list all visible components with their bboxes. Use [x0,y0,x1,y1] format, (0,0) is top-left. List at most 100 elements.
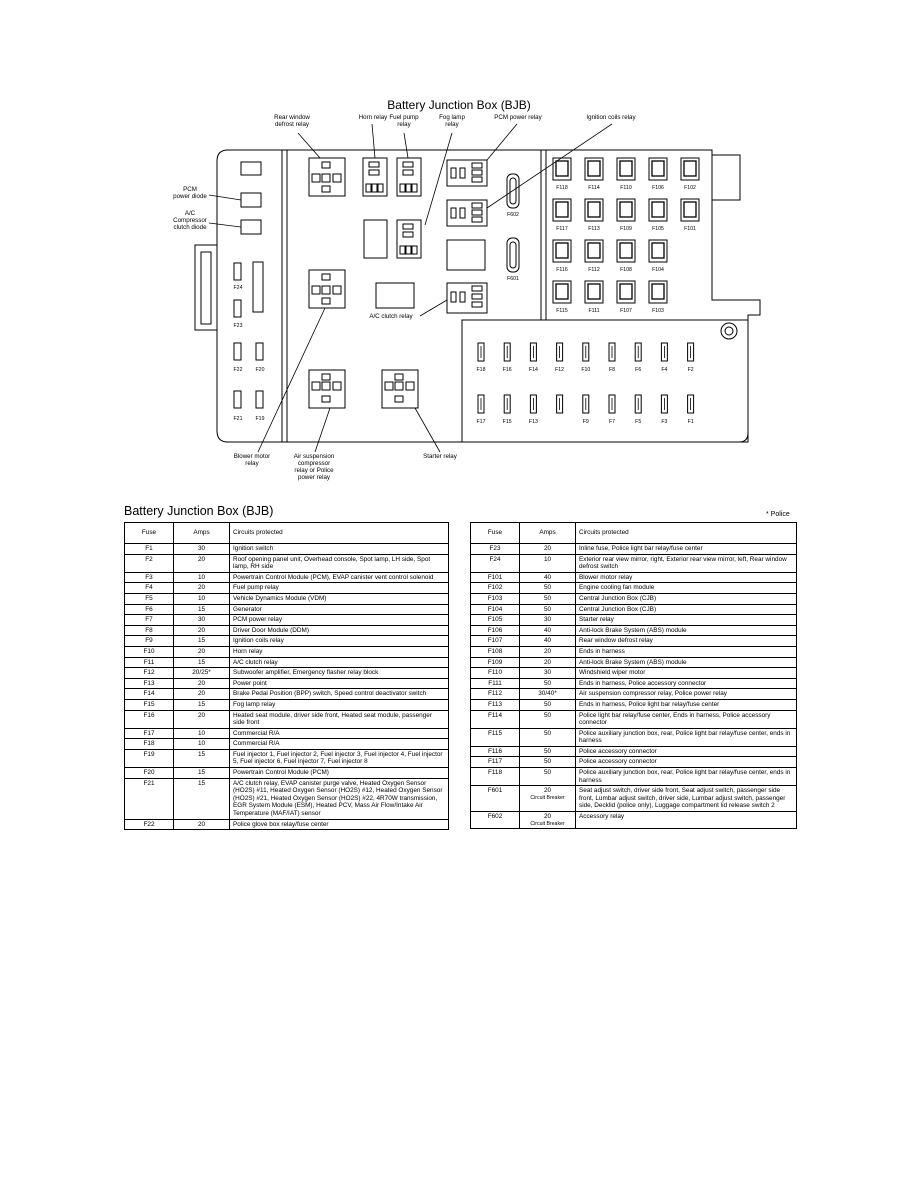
amps-cell: 20 [519,656,576,669]
amps-value: 10 [197,573,206,581]
maxi-fuse-label: F105 [652,226,664,232]
circuit-cell: Fog lamp relay [229,698,449,711]
amps-value: 20 [543,658,552,666]
amps-value: 20 [197,679,206,687]
maxi-fuse: F118 [552,157,572,191]
fuse-id-cell: F109 [470,656,520,669]
amps-value: 15 [197,750,206,758]
breaker-f601 [506,237,520,273]
fuse-id-cell: F104 [470,603,520,616]
mini-fuse: F8 [608,342,616,373]
mini-fuse: F16 [503,342,512,373]
box-tab-left [194,244,218,331]
maxi-fuse-label: F109 [620,226,632,232]
circuit-cell: Ends in harness [575,645,797,658]
amps-cell: 30 [519,667,576,679]
amps-cell: 20 [173,645,230,658]
callout-blower-motor-relay: Blower motor relay [233,453,271,467]
mini-fuse-label: F17 [477,419,486,425]
mini-fuse-label: F15 [503,419,512,425]
amps-value: 40 [543,626,552,634]
fuse-id-cell: F13 [124,677,174,690]
mini-fuse-label: F4 [661,367,667,373]
amps-value: 50 [543,729,552,737]
circuit-cell: Horn relay [229,645,449,658]
amps-cell: 20 [173,553,230,573]
mini-fuse: F17 [477,394,486,425]
fuse-id-cell: F108 [470,645,520,658]
amps-cell: 20/25* [173,667,230,679]
fuse-id-cell: F107 [470,635,520,647]
amps-cell: 40 [519,624,576,637]
header-circuits: Circuits protected [229,522,449,544]
mini-fuse: F7 [608,394,616,425]
amps-cell: 10 [173,727,230,740]
circuit-cell: Seat adjust switch, driver side front, S… [575,785,797,813]
fuse-f21-body [233,390,242,409]
rear-window-defrost-relay [308,157,346,197]
amps-cell: 20 [173,709,230,729]
fuse-id-cell: F101 [470,571,520,584]
breaker-label-f602: F602 [507,212,519,218]
circuit-cell: Anti-lock Brake System (ABS) module [575,624,797,637]
header-fuse: Fuse [124,522,174,544]
maxi-fuse: F107 [616,280,636,314]
amps-value: 30 [543,616,552,624]
maxi-fuse: F113 [584,198,604,232]
circuit-cell: Fuel injector 1, Fuel injector 2, Fuel i… [229,748,449,769]
maxi-fuse-label: F110 [620,185,632,191]
circuit-cell: Ends in harness, Police accessory connec… [575,677,797,690]
amps-cell: 15 [173,777,230,820]
mini-fuse-label: F13 [529,419,538,425]
fuse-id-cell: F6 [124,603,174,616]
table-row: F13 20 Power point [124,677,449,690]
fuse-label-f19: F19 [256,416,265,422]
amps-value: 15 [197,658,206,666]
amps-cell: 10 [173,592,230,605]
fuse-id-cell: F106 [470,624,520,637]
amps-cell: 50 [519,592,576,605]
amps-value: 20 [197,820,206,828]
amps-value: 20 [543,545,552,552]
mini-fuse: F12 [555,342,564,373]
amps-value: 20/25* [192,669,211,677]
fuse-id-cell: F23 [470,543,520,555]
amps-value: 15 [197,700,206,708]
amps-value: 20 [543,787,552,795]
amps-cell: 15 [173,767,230,779]
mini-fuse: F3 [660,394,668,425]
amps-value: 50 [543,584,552,592]
amps-cell: 50 [519,677,576,690]
mini-fuse: F6 [634,342,642,373]
mini-fuse-label: F5 [635,419,641,425]
callout-rear-window-defrost-relay: Rear window defrost relay [274,114,310,128]
maxi-fuse: F116 [552,239,572,273]
mini-fuse-label: F7 [609,419,615,425]
mini-fuse-label: F9 [583,419,589,425]
circuit-cell: Power point [229,677,449,690]
amps-cell: 20 [519,543,576,555]
circuit-cell: Commercial R/A [229,738,449,750]
breaker-label-f601: F601 [507,276,519,282]
maxi-fuse: F102 [680,157,700,191]
callout-horn-relay: Horn relay [358,114,388,121]
circuit-cell: Ends in harness, Police light bar relay/… [575,698,797,711]
mini-fuse: F4 [660,342,668,373]
fuse-id-cell: F114 [470,709,520,729]
air-suspension-relay [308,369,346,409]
